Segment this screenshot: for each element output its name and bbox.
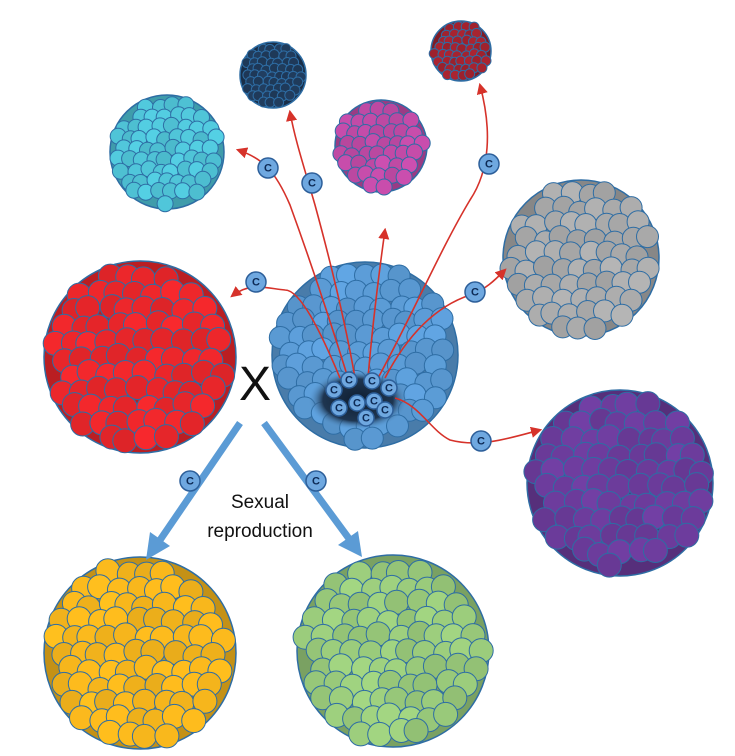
cell xyxy=(112,428,138,454)
token-circle xyxy=(305,470,327,492)
token-letter: C xyxy=(264,163,272,175)
token-c-nucleus-2: C xyxy=(340,371,358,389)
reproduction-label: reproduction xyxy=(207,521,313,542)
arrow-to-navy xyxy=(286,109,356,379)
token-c-yellow: C xyxy=(179,470,201,492)
token-letter: C xyxy=(252,277,260,289)
colony-magenta xyxy=(332,99,431,196)
colony-red xyxy=(42,260,237,454)
cell xyxy=(674,522,700,548)
token-c-nucleus-4: C xyxy=(380,379,398,397)
token-c-nucleus-5: C xyxy=(330,399,348,417)
cell xyxy=(375,178,393,196)
token-letter: C xyxy=(477,436,485,448)
colony-gray xyxy=(499,179,660,340)
token-c-cyan: C xyxy=(257,157,279,179)
cell xyxy=(596,552,622,578)
cell xyxy=(284,89,296,101)
colony-purple xyxy=(523,389,714,578)
token-circle xyxy=(376,401,394,419)
token-letter: C xyxy=(385,383,393,395)
colony-yellow xyxy=(43,556,237,750)
token-circle xyxy=(257,157,279,179)
token-circle xyxy=(245,271,267,293)
arrow-to-darkred xyxy=(377,82,489,379)
token-circle xyxy=(348,394,366,412)
token-c-nucleus-6: C xyxy=(348,394,366,412)
token-c-nucleus-9: C xyxy=(376,401,394,419)
token-letter: C xyxy=(485,159,493,171)
cell xyxy=(610,303,634,327)
token-c-red: C xyxy=(245,271,267,293)
token-letter: C xyxy=(353,398,361,410)
colony-lightgreen xyxy=(292,554,494,748)
cell xyxy=(395,168,413,186)
cell xyxy=(636,225,659,249)
cell xyxy=(179,411,205,437)
cell xyxy=(174,182,192,200)
token-letter: C xyxy=(330,385,338,397)
token-circle xyxy=(179,470,201,492)
cell xyxy=(642,538,668,563)
token-circle xyxy=(478,153,500,175)
arrow-to-purple xyxy=(394,397,543,444)
token-circle xyxy=(363,372,381,390)
token-letter: C xyxy=(471,287,479,299)
colony-navy xyxy=(239,41,307,109)
arrow-up-center xyxy=(367,227,390,379)
cell xyxy=(156,195,174,213)
cell xyxy=(464,68,476,80)
cell xyxy=(188,183,206,201)
token-c-lightgreen: C xyxy=(305,470,327,492)
token-circle xyxy=(464,281,486,303)
cell xyxy=(403,718,429,743)
cell xyxy=(360,426,384,450)
cell xyxy=(583,317,607,340)
arrow-to-yellow-head xyxy=(146,532,170,560)
token-c-purple: C xyxy=(470,430,492,452)
token-circle xyxy=(380,379,398,397)
token-circle xyxy=(325,381,343,399)
token-letter: C xyxy=(370,396,378,408)
token-c-nucleus-3: C xyxy=(363,372,381,390)
token-c-gray: C xyxy=(464,281,486,303)
token-c-nucleus-8: C xyxy=(357,409,375,427)
cell xyxy=(367,721,393,747)
cell xyxy=(433,701,459,727)
cell xyxy=(273,96,285,108)
colony-cyan xyxy=(109,94,225,213)
token-letter: C xyxy=(345,375,353,387)
token-circle xyxy=(357,409,375,427)
cell xyxy=(411,398,435,422)
token-circle xyxy=(470,430,492,452)
token-c-darkred: C xyxy=(478,153,500,175)
cell xyxy=(154,723,180,749)
arrow-to-lightgreen-head xyxy=(338,531,362,557)
token-circle xyxy=(340,371,358,389)
token-letter: C xyxy=(362,413,370,425)
token-letter: C xyxy=(381,405,389,417)
token-letter: C xyxy=(312,476,320,488)
cell xyxy=(181,708,207,734)
token-letter: C xyxy=(368,376,376,388)
token-letter: C xyxy=(308,178,316,190)
cell xyxy=(153,424,179,450)
token-letter: C xyxy=(335,403,343,415)
token-circle xyxy=(301,172,323,194)
token-letter: C xyxy=(186,476,194,488)
cross-symbol: X xyxy=(239,358,271,411)
colony-darkred xyxy=(428,20,492,82)
sexual-label: Sexual xyxy=(231,492,289,513)
cell xyxy=(192,688,218,714)
arrow-to-gray xyxy=(384,268,507,379)
token-circle xyxy=(330,399,348,417)
cell xyxy=(476,62,488,74)
token-c-nucleus-1: C xyxy=(325,381,343,399)
cell xyxy=(131,723,157,749)
token-c-navy: C xyxy=(301,172,323,194)
